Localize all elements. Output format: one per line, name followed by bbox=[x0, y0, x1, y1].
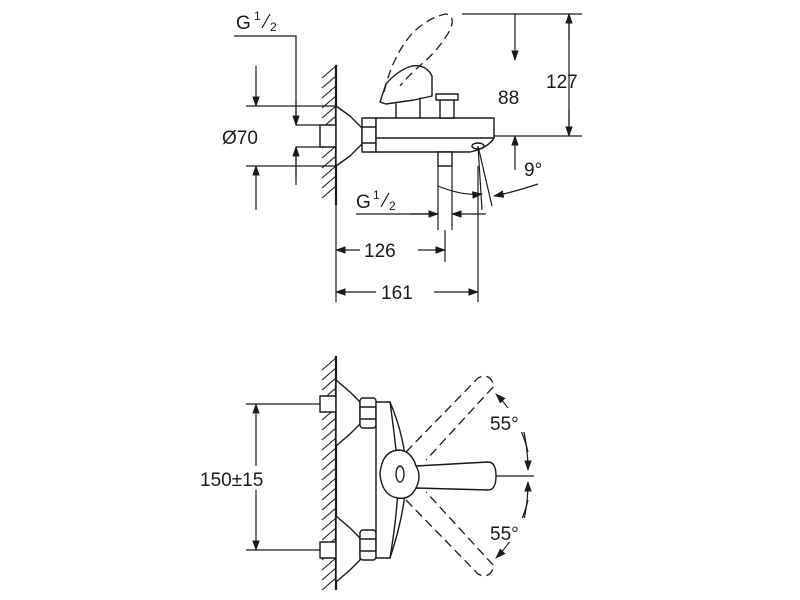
wall-hatch-line bbox=[321, 567, 337, 581]
outlet-thread-denominator: 2 bbox=[389, 199, 396, 213]
wall-hatch-line bbox=[321, 527, 337, 541]
inlet-thread-denominator: 2 bbox=[270, 20, 277, 34]
wall-hatch-line bbox=[321, 517, 337, 531]
height-88-label: 88 bbox=[498, 88, 519, 109]
wall-hatch-line bbox=[321, 185, 337, 199]
wall-hatch-line bbox=[321, 467, 337, 481]
wall-hatch-line bbox=[321, 497, 337, 511]
dimension-161: 161 bbox=[334, 166, 480, 304]
dim-126-label: 126 bbox=[364, 241, 396, 262]
outlet-thread-numerator: 1 bbox=[373, 188, 380, 202]
wall-hatch-line bbox=[321, 175, 337, 189]
wall-hatch-line bbox=[321, 367, 337, 381]
wall-hatch-line bbox=[321, 75, 337, 89]
wall-hatch-line bbox=[321, 417, 337, 431]
side-view: G 1 2 Ø70 127 88 bbox=[222, 9, 582, 304]
angle-bottom-label: 55° bbox=[490, 524, 519, 545]
wall-connector-top bbox=[319, 379, 377, 447]
wall-hatch-line bbox=[321, 85, 337, 99]
angle-9-label: 9° bbox=[524, 160, 542, 181]
dimension-height-127: 127 bbox=[462, 12, 582, 138]
dimension-126: 126 bbox=[334, 205, 447, 302]
wall-hatch-line bbox=[321, 427, 337, 441]
centers-label: 150±15 bbox=[200, 470, 263, 491]
wall-hatch-line bbox=[321, 577, 337, 591]
wall-hatch-line bbox=[321, 377, 337, 391]
mixer-body-side bbox=[375, 117, 495, 153]
wall-connector-bottom bbox=[319, 515, 377, 583]
lever-rotated-down bbox=[405, 491, 495, 577]
wall-hatch-line bbox=[321, 447, 337, 461]
wall-hatch-line bbox=[321, 145, 337, 159]
angle-top-label: 55° bbox=[490, 414, 519, 435]
lever-front bbox=[379, 449, 497, 499]
height-127-label: 127 bbox=[546, 72, 578, 93]
dimension-angle-bottom: 55° bbox=[488, 480, 550, 559]
dimension-centers: 150±15 bbox=[198, 402, 320, 552]
dimension-outlet-thread: G 1 2 bbox=[356, 166, 486, 230]
diameter-label: Ø70 bbox=[222, 128, 258, 149]
dim-161-label: 161 bbox=[381, 283, 413, 304]
wall-hatch-line bbox=[321, 477, 337, 491]
dimension-height-88: 88 bbox=[498, 14, 519, 170]
diverter-knob bbox=[435, 93, 459, 119]
dimension-angle-top: 55° bbox=[488, 393, 550, 477]
wall-hatch-line bbox=[321, 437, 337, 451]
wall-hatch-line bbox=[321, 105, 337, 119]
dimension-inlet-thread: G 1 2 bbox=[234, 9, 320, 185]
wall-hatch-line bbox=[321, 487, 337, 501]
lever-rotated-up bbox=[405, 375, 495, 461]
inlet-thread-numerator: 1 bbox=[254, 9, 261, 23]
wall-hatch-line bbox=[321, 165, 337, 179]
dimension-diameter: Ø70 bbox=[222, 66, 336, 210]
wall-hatch-line bbox=[321, 457, 337, 471]
front-view: 150±15 55° 55° bbox=[198, 356, 550, 591]
wall-hatch-line bbox=[321, 65, 337, 79]
wall-hatch-line bbox=[321, 357, 337, 371]
wall-hatch-line bbox=[321, 557, 337, 571]
dimension-angle-9: 9° bbox=[437, 145, 542, 211]
outlet-thread-label: G bbox=[356, 192, 371, 213]
wall-connector-side bbox=[319, 105, 377, 167]
wall-hatch-line bbox=[321, 507, 337, 521]
inlet-thread-label: G bbox=[236, 13, 251, 34]
lever-side bbox=[379, 13, 453, 119]
